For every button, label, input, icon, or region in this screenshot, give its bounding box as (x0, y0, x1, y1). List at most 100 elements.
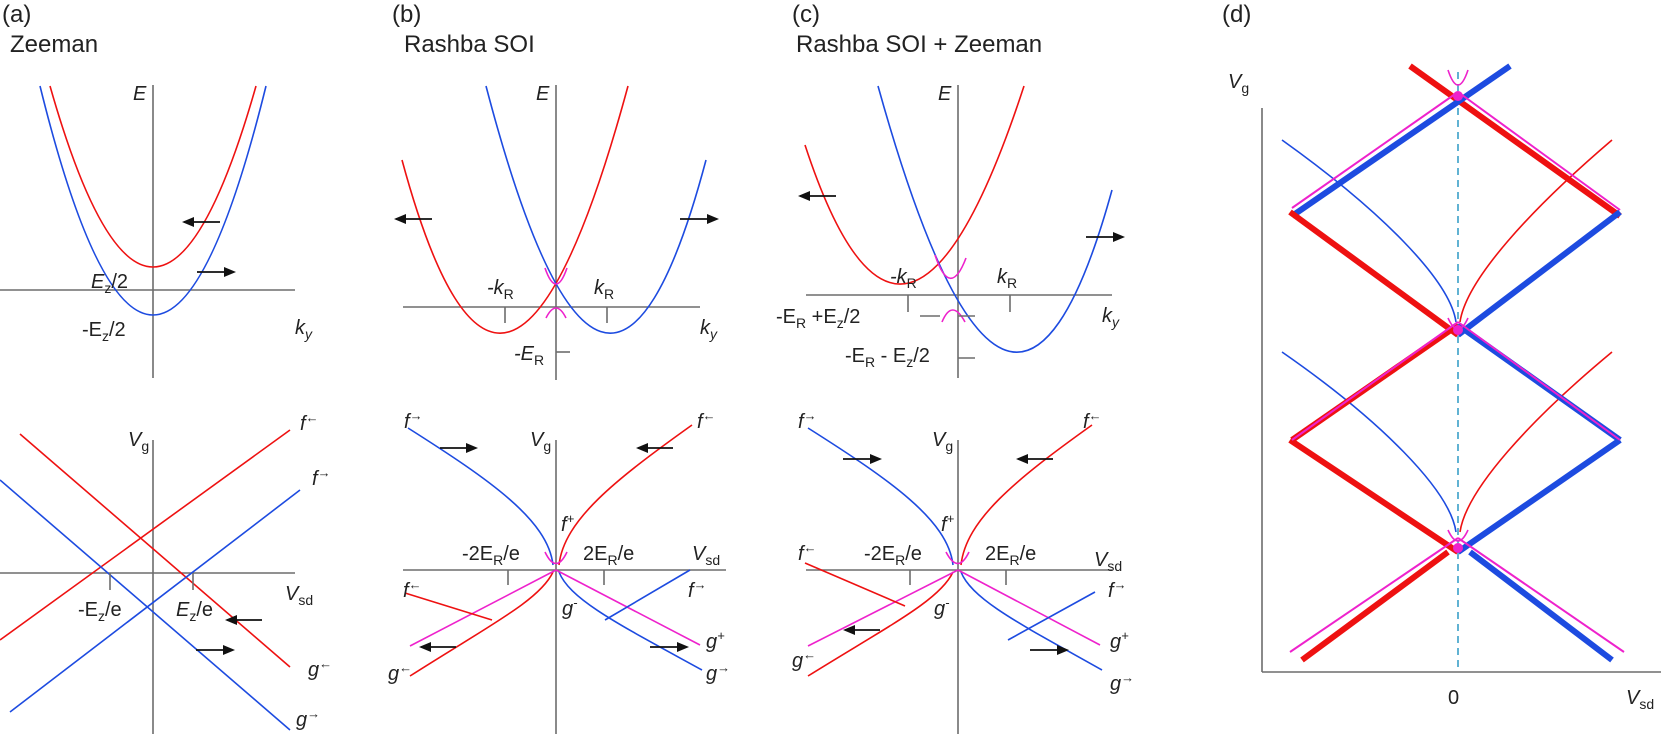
b-top-red-parabola (401, 85, 629, 334)
a-top-arrow-right (197, 267, 236, 277)
vg-sub: g (141, 438, 149, 454)
d-cross-dot-2 (1453, 325, 1463, 335)
a-bot-f-right-label: f→ (312, 465, 331, 490)
a-bot-arrow-right (196, 645, 235, 655)
panel-b-dispersion: E ky -kR kR -ER (394, 83, 719, 380)
b-top-blue-parabola (485, 85, 707, 334)
d-mag-line-3 (1289, 537, 1459, 653)
ky-k: k (1102, 305, 1113, 327)
c-bot-arrow-right (843, 454, 882, 464)
d-cusp-bottom (1447, 529, 1469, 542)
b-bot-2ER-neg-label: -2ER/e (462, 543, 520, 568)
c-bot-g-right-label: g→ (1110, 670, 1134, 695)
a-top-e-label: E (133, 83, 147, 105)
2ER-head: 2E (985, 543, 1009, 565)
ERz-tail: /2 (844, 306, 861, 328)
f: f (561, 514, 569, 536)
kR-head: k (594, 277, 605, 299)
sup: - (573, 595, 578, 610)
ERz-tail: /2 (913, 345, 930, 367)
ez-head: E (91, 271, 105, 293)
2ER-tail: /e (905, 543, 922, 565)
a-top-blue-parabola (39, 85, 267, 316)
d-cross-dot-1 (1453, 91, 1463, 101)
2ER-tail: /e (618, 543, 635, 565)
b-bot-red-top-right (558, 424, 693, 566)
c-bot-2ER-neg-label: -2ER/e (864, 543, 922, 568)
panel-c-diamond: Vg Vsd -2ER/e 2ER/e f→ f← f+ g- f← f→ g+… (792, 408, 1134, 734)
c-bot-f-left-label: f← (1083, 408, 1102, 433)
d-blue-thick-4 (1456, 437, 1622, 555)
sup: → (804, 408, 817, 423)
panel-b-title: Rashba SOI (404, 31, 535, 58)
a-bot-red-line-down (19, 433, 291, 668)
sup: + (567, 511, 575, 526)
d-vg-label: Vg (1228, 71, 1249, 96)
sup: ← (306, 410, 319, 425)
a-bot-arrow-left (225, 615, 262, 625)
b-bot-arrow-left (636, 443, 673, 453)
d-mag-line-2 (1291, 321, 1459, 441)
2ER-sub: R (607, 552, 617, 568)
a-bot-ez-pos-label: Ez/e (176, 599, 213, 624)
panel-a: (a) Zeeman E ky Ez/2 -Ez/2 (0, 1, 332, 734)
b-bot-f-left2-label: f← (403, 577, 422, 602)
vg-v: V (128, 429, 143, 451)
vsd-sub: sd (298, 592, 313, 608)
f: f (1083, 411, 1091, 433)
c-bot-red-short (804, 562, 906, 607)
c-bot-f-right-label: f→ (798, 408, 817, 433)
d-vsd-label: Vsd (1626, 687, 1654, 712)
a-bot-vsd-label: Vsd (285, 583, 313, 608)
f: f (798, 411, 806, 433)
d-red-thick-2 (1288, 209, 1460, 338)
c-top-ERz-plus-label: -ER +Ez/2 (776, 306, 860, 331)
b-bot-f-left-label: f← (697, 408, 716, 433)
d-blue-curve-2 (1281, 351, 1457, 533)
sup: → (1114, 577, 1127, 592)
vg-sub: g (543, 438, 551, 454)
vsd-sub: sd (1107, 558, 1122, 574)
c-top-kR-neg-label: -kR (890, 266, 917, 291)
sup: ← (319, 656, 332, 671)
panel-c-tag: (c) (792, 1, 820, 28)
a-bot-red-line-up (0, 429, 291, 641)
vg-sub: g (945, 438, 953, 454)
g: g (562, 598, 573, 620)
d-cross-dot-3 (1453, 543, 1463, 553)
f: f (1108, 580, 1116, 602)
b-bot-arrow-right (440, 443, 478, 453)
f: f (688, 580, 696, 602)
panel-a-tag: (a) (2, 1, 31, 28)
kR-sub: R (907, 275, 917, 291)
c-bot-mag-left (807, 569, 959, 647)
b-bot-f-right-label: f→ (404, 408, 423, 433)
c-top-e-label: E (938, 83, 952, 105)
vsd-v: V (285, 583, 300, 605)
ERz-sub1: R (796, 315, 806, 331)
sup: ← (803, 647, 816, 662)
c-top-ky-label: ky (1102, 305, 1120, 330)
g: g (296, 709, 307, 731)
b-bot-blue-bottom-right (558, 571, 703, 671)
c-bot-mag-right (957, 569, 1101, 646)
2ER-sub: R (493, 552, 503, 568)
c-top-red-parabola (804, 85, 1025, 285)
b-top-arrow-right (680, 214, 719, 224)
c-bot-arrow-right-low (1030, 645, 1069, 655)
2ER-tail: /e (1020, 543, 1037, 565)
ER-head: -E (514, 343, 535, 365)
b-bot-mag-center (544, 551, 568, 565)
g: g (792, 650, 803, 672)
c-top-kR-pos-label: kR (997, 266, 1017, 291)
ez-sub: z (189, 608, 196, 624)
a-top-ez-pos-label: Ez/2 (91, 271, 128, 296)
panel-b-tag: (b) (392, 1, 421, 28)
d-cusp-top (1447, 69, 1469, 86)
vsd-v: V (1094, 549, 1109, 571)
kR-sub: R (604, 286, 614, 302)
panel-c-dispersion: E ky -kR kR -ER +Ez/2 -ER - Ez/2 (776, 83, 1125, 378)
sup: → (717, 660, 730, 675)
d-zero-label: 0 (1448, 687, 1459, 709)
d-blue-thick-2 (1456, 209, 1622, 338)
